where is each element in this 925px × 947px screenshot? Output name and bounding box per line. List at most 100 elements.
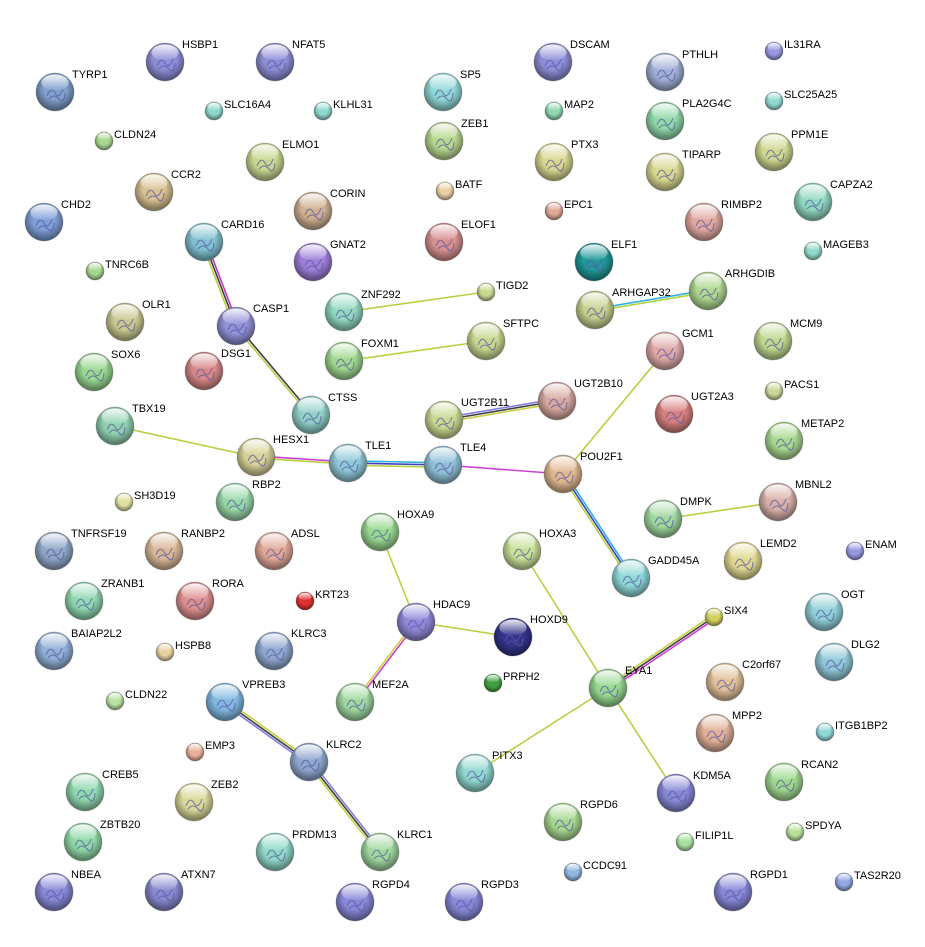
node-ppm1e[interactable]: PPM1E — [754, 129, 828, 172]
node-zeb2[interactable]: ZEB2 — [174, 779, 239, 822]
node-slc16a4[interactable]: SLC16A4 — [204, 99, 271, 121]
node-baiap2l2[interactable]: BAIAP2L2 — [34, 628, 122, 671]
node-metap2[interactable]: METAP2 — [764, 418, 844, 461]
node-tyrp1[interactable]: TYRP1 — [35, 69, 107, 112]
edge-hoxa3-eya1[interactable] — [521, 550, 609, 689]
node-hoxa3[interactable]: HOXA3 — [502, 528, 576, 571]
node-card16[interactable]: CARD16 — [184, 219, 264, 262]
node-gadd45a[interactable]: GADD45A — [611, 555, 700, 598]
node-rimbp2[interactable]: RIMBP2 — [684, 199, 762, 242]
edge-dmpk-mbnl2[interactable] — [662, 501, 779, 520]
node-pitx3[interactable]: PITX3 — [455, 750, 523, 793]
node-chd2[interactable]: CHD2 — [24, 199, 91, 242]
node-elmo1[interactable]: ELMO1 — [245, 139, 319, 182]
node-dsg1[interactable]: DSG1 — [184, 348, 251, 391]
node-hoxa9[interactable]: HOXA9 — [360, 509, 434, 552]
node-mageb3[interactable]: MAGEB3 — [803, 239, 869, 261]
node-nbea[interactable]: NBEA — [34, 869, 102, 912]
node-tnfrsf19[interactable]: TNFRSF19 — [34, 528, 127, 571]
node-hdac9[interactable]: HDAC9 — [396, 599, 470, 642]
node-rora[interactable]: RORA — [175, 578, 244, 621]
node-adsl[interactable]: ADSL — [254, 528, 320, 571]
edge-arhgap32-arhgdib[interactable] — [594, 289, 709, 312]
node-pla2g4c[interactable]: PLA2G4C — [645, 98, 732, 141]
node-ogt[interactable]: OGT — [804, 589, 865, 632]
node-pacs1[interactable]: PACS1 — [764, 379, 819, 401]
node-kdm5a[interactable]: KDM5A — [656, 770, 732, 813]
node-zranb1[interactable]: ZRANB1 — [64, 578, 144, 621]
node-tbx19[interactable]: TBX19 — [95, 403, 166, 446]
node-rgpd3[interactable]: RGPD3 — [444, 879, 519, 922]
node-cldn24[interactable]: CLDN24 — [94, 129, 156, 151]
node-klrc1[interactable]: KLRC1 — [360, 829, 432, 872]
node-epc1[interactable]: EPC1 — [544, 199, 593, 221]
edge-eya1-kdm5a[interactable] — [607, 687, 677, 794]
node-itgb1bp2[interactable]: ITGB1BP2 — [815, 720, 888, 742]
node-elof1[interactable]: ELOF1 — [424, 219, 496, 262]
node-arhgap32[interactable]: ARHGAP32 — [575, 287, 671, 330]
node-ccr2[interactable]: CCR2 — [134, 169, 201, 212]
node-hesx1[interactable]: HESX1 — [236, 434, 309, 477]
node-zeb1[interactable]: ZEB1 — [424, 118, 489, 161]
node-rgpd1[interactable]: RGPD1 — [713, 869, 788, 912]
node-tle4[interactable]: TLE4 — [423, 442, 486, 485]
node-dmpk[interactable]: DMPK — [643, 496, 712, 539]
edge-tbx19-hesx1[interactable] — [114, 425, 257, 458]
node-tnrc6b[interactable]: TNRC6B — [85, 259, 149, 281]
edge-znf292-tigd2[interactable] — [343, 291, 487, 313]
node-foxm1[interactable]: FOXM1 — [324, 338, 399, 381]
node-olr1[interactable]: OLR1 — [105, 299, 171, 342]
node-ctss[interactable]: CTSS — [291, 392, 357, 435]
edge-six4-eya1[interactable] — [606, 614, 716, 691]
node-klhl31[interactable]: KLHL31 — [313, 99, 373, 121]
node-dscam[interactable]: DSCAM — [533, 39, 610, 82]
edge-ugt2b11-ugt2b10[interactable] — [443, 398, 558, 423]
node-pou2f1[interactable]: POU2F1 — [543, 451, 623, 494]
node-casp1[interactable]: CASP1 — [216, 303, 289, 346]
node-ccdc91[interactable]: CCDC91 — [563, 860, 627, 882]
node-lemd2[interactable]: LEMD2 — [723, 538, 797, 581]
node-il31ra[interactable]: IL31RA — [764, 39, 821, 61]
node-sp5[interactable]: SP5 — [423, 69, 481, 112]
node-mbnl2[interactable]: MBNL2 — [758, 479, 832, 522]
node-prph2[interactable]: PRPH2 — [483, 671, 540, 693]
node-rgpd6[interactable]: RGPD6 — [543, 799, 618, 842]
node-gcm1[interactable]: GCM1 — [645, 328, 714, 371]
node-sftpc[interactable]: SFTPC — [466, 318, 539, 361]
edge-casp1-ctss[interactable] — [234, 324, 313, 417]
node-capza2[interactable]: CAPZA2 — [793, 179, 873, 222]
node-tigd2[interactable]: TIGD2 — [476, 280, 528, 302]
node-klrc2[interactable]: KLRC2 — [289, 739, 361, 782]
node-krt23[interactable]: KRT23 — [295, 589, 349, 611]
node-hspb8[interactable]: HSPB8 — [155, 640, 211, 662]
node-tiparp[interactable]: TIPARP — [645, 149, 721, 192]
node-sox6[interactable]: SOX6 — [74, 349, 140, 392]
node-eya1[interactable]: EYA1 — [588, 665, 652, 708]
node-hoxd9[interactable]: HOXD9 — [493, 614, 568, 657]
node-tas2r20[interactable]: TAS2R20 — [834, 870, 901, 892]
node-emp3[interactable]: EMP3 — [185, 740, 235, 762]
node-rgpd4[interactable]: RGPD4 — [335, 879, 410, 922]
edge-klrc2-klrc1[interactable] — [306, 760, 383, 854]
node-sh3d19[interactable]: SH3D19 — [114, 490, 176, 512]
node-rbp2[interactable]: RBP2 — [215, 479, 281, 522]
node-ranbp2[interactable]: RANBP2 — [144, 528, 225, 571]
node-ugt2b10[interactable]: UGT2B10 — [537, 378, 623, 421]
node-ugt2a3[interactable]: UGT2A3 — [654, 391, 734, 434]
edge-tle4-pou2f1[interactable] — [442, 464, 564, 475]
node-six4[interactable]: SIX4 — [704, 605, 748, 627]
node-ugt2b11[interactable]: UGT2B11 — [424, 397, 509, 440]
node-rcan2[interactable]: RCAN2 — [764, 759, 838, 802]
edge-pou2f1-gcm1[interactable] — [562, 350, 666, 475]
edge-eya1-pitx3[interactable] — [474, 687, 609, 774]
edge-pou2f1-gadd45a[interactable] — [560, 472, 634, 580]
node-gnat2[interactable]: GNAT2 — [293, 239, 366, 282]
node-tle1[interactable]: TLE1 — [328, 440, 391, 483]
node-slc25a25[interactable]: SLC25A25 — [764, 89, 837, 111]
node-ptx3[interactable]: PTX3 — [534, 139, 599, 182]
node-dlg2[interactable]: DLG2 — [814, 639, 880, 682]
node-elf1[interactable]: ELF1 — [574, 239, 637, 282]
node-enam[interactable]: ENAM — [845, 539, 897, 561]
node-mcm9[interactable]: MCM9 — [753, 318, 822, 361]
node-arhgdib[interactable]: ARHGDIB — [688, 268, 775, 311]
